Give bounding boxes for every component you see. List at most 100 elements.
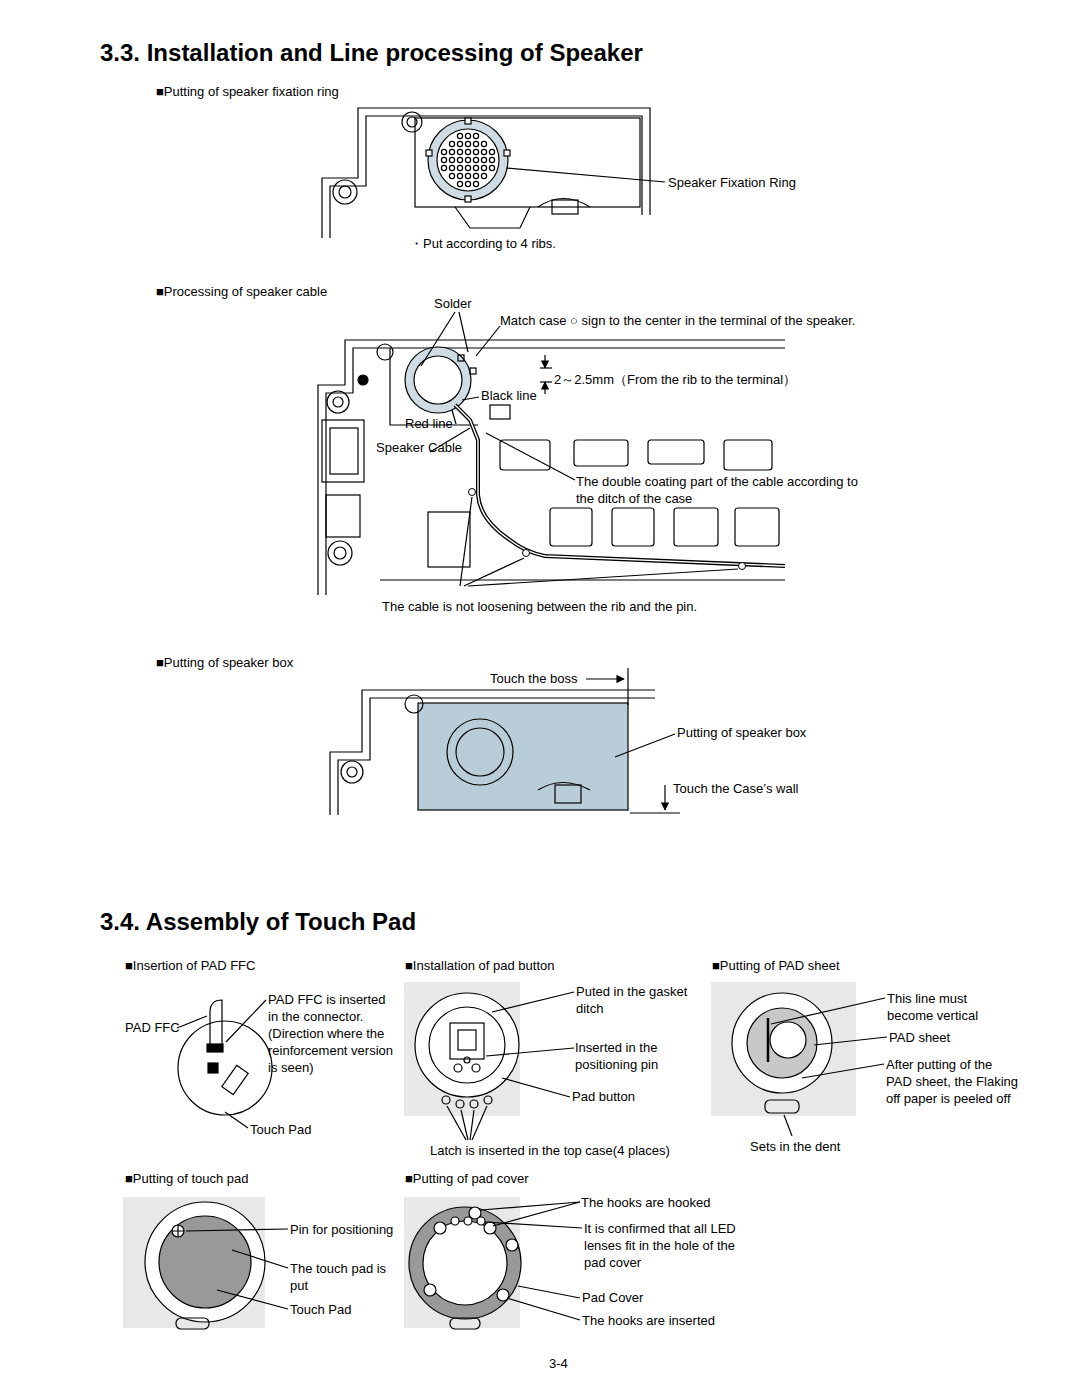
touch-pad-figure (217, 1290, 288, 1309)
speaker-grille (465, 141, 470, 146)
speaker-ring-figure (322, 108, 650, 238)
pad-button-figure (472, 1106, 487, 1140)
callout-label: Touch Pad (250, 1122, 311, 1139)
speaker-box-figure (630, 812, 680, 813)
speaker-grille (481, 165, 486, 170)
speaker-grille (457, 141, 462, 146)
pad-button-figure (464, 1057, 470, 1063)
speaker-grille (473, 181, 478, 186)
speaker-cable (739, 563, 746, 570)
speaker-grille (457, 173, 462, 178)
speaker-cable-figure (460, 497, 472, 586)
callout-label: Pad Cover (582, 1290, 643, 1307)
speaker-cable-figure (468, 569, 738, 586)
speaker-grille (441, 165, 446, 170)
callout-label: The cable is not loosening between the r… (382, 599, 697, 616)
touch-pad-figure (232, 1250, 288, 1268)
speaker-box-figure (347, 767, 357, 777)
speaker-cable-figure (540, 381, 552, 382)
callout-label: Touch the Case’s wall (673, 781, 799, 798)
speaker-cable-figure (648, 440, 704, 464)
callout-label: ■Installation of pad button (405, 958, 555, 975)
pad-ffc-figure (207, 1044, 223, 1052)
speaker-ring-figure (455, 207, 530, 228)
speaker-grille (457, 149, 462, 154)
speaker-box-figure (664, 785, 665, 810)
speaker-grille (489, 165, 494, 170)
pad-ffc-figure (226, 1000, 266, 1042)
pad-cover-figure (404, 1197, 582, 1329)
speaker-grille (457, 165, 462, 170)
pad-cover-figure (404, 1197, 520, 1328)
pad-ffc-figure (177, 1016, 207, 1028)
speaker-ring-figure (415, 118, 640, 207)
speaker-ring-figure (339, 186, 351, 198)
pad-cover-figure (477, 1217, 485, 1225)
speaker-grille (449, 157, 454, 162)
callout-label: ■Putting of PAD sheet (712, 958, 840, 975)
callout-label: Touch the boss (490, 671, 577, 688)
speaker-grille (481, 141, 486, 146)
callout-label: Solder (434, 296, 472, 313)
speaker-cable-figure (735, 508, 779, 546)
speaker-ring-figure (333, 180, 357, 204)
speaker-grille (457, 181, 462, 186)
speaker-cable-figure (550, 508, 592, 546)
callout-label: PAD FFC is inserted in the connector. (D… (268, 992, 393, 1076)
touch-pad-figure (145, 1202, 265, 1322)
callout-label: Touch Pad (290, 1302, 351, 1319)
pad-ffc-figure (208, 1063, 218, 1073)
callout-label: 3-4 (549, 1356, 568, 1373)
speaker-grille (441, 133, 494, 186)
speaker-cable-figure (318, 312, 785, 595)
pad-ffc-figure (222, 1065, 248, 1094)
speaker-ring-figure (504, 150, 510, 156)
pad-sheet-figure (711, 982, 887, 1136)
speaker-cable-figure (326, 495, 360, 537)
speaker-cable-figure (674, 508, 718, 546)
speaker-cable (469, 489, 476, 496)
speaker-grille (481, 149, 486, 154)
speaker-grille (457, 133, 462, 138)
speaker-grille (441, 157, 446, 162)
speaker-box-figure (405, 695, 423, 713)
pad-button-figure (454, 1064, 462, 1072)
pad-cover-figure (497, 1289, 509, 1301)
callout-label: It is confirmed that all LED lenses fit … (584, 1221, 736, 1272)
callout-label: ■Putting of speaker fixation ring (156, 84, 339, 101)
pad-cover-figure (434, 1222, 446, 1234)
speaker-box-figure (341, 761, 363, 783)
pad-cover-figure (450, 1318, 480, 1329)
speaker-grille (473, 173, 478, 178)
speaker-box-figure (586, 678, 624, 679)
speaker-grille (473, 157, 478, 162)
speaker-grille (457, 157, 462, 162)
pad-sheet-figure (770, 1022, 806, 1058)
speaker-cable-figure (462, 397, 479, 400)
pad-button-figure (502, 1078, 570, 1097)
speaker-cable-figure (333, 397, 343, 407)
callout-label: Speaker Cable (376, 440, 462, 457)
speaker-ring-figure (437, 129, 499, 191)
callout-label: After putting of the PAD sheet, the Flak… (886, 1057, 1021, 1108)
speaker-cable-figure (377, 344, 393, 360)
touch-pad-figure (123, 1197, 288, 1329)
callout-label: The touch pad is put (290, 1261, 390, 1295)
callout-label: This line must become vertical (887, 991, 1002, 1025)
callout-label: Black line (481, 388, 537, 405)
callout-label: ■Insertion of PAD FFC (125, 958, 255, 975)
speaker-grille (481, 173, 486, 178)
callout-label: PAD sheet (889, 1030, 950, 1047)
speaker-cable-figure (476, 326, 500, 356)
pad-button-figure (461, 1110, 468, 1140)
pad-sheet-figure (784, 1115, 792, 1136)
speaker-grille (449, 173, 454, 178)
pad-sheet-figure (814, 1037, 887, 1045)
speaker-cable-figure (458, 355, 464, 361)
callout-label: ■Putting of speaker box (156, 655, 293, 672)
speaker-grille (465, 149, 470, 154)
speaker-box-figure (555, 785, 581, 803)
pad-cover-figure (484, 1222, 496, 1234)
speaker-grille (473, 141, 478, 146)
